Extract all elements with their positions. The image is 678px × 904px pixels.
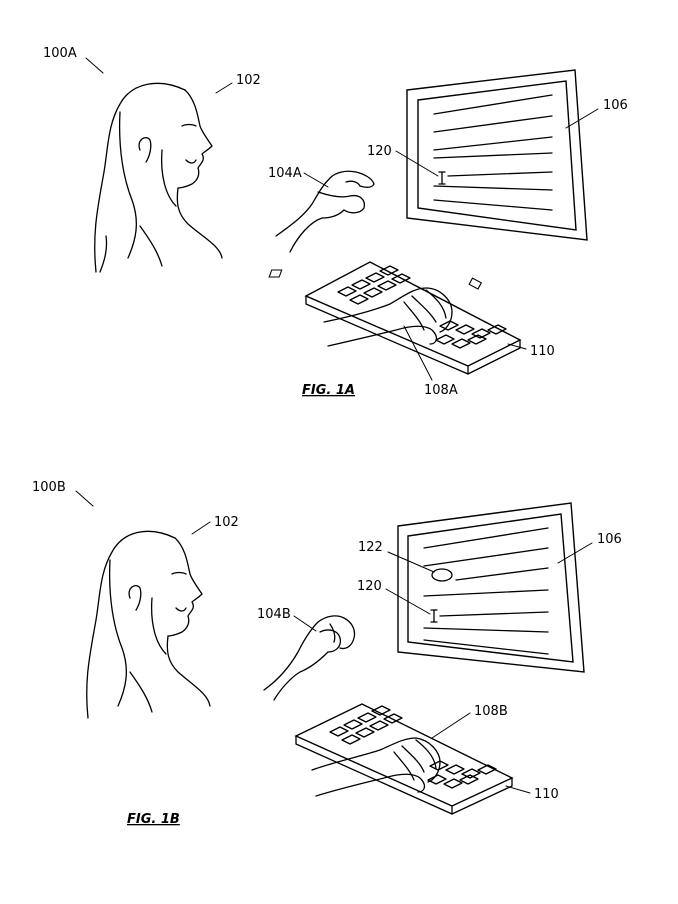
figure-1a: 100A 102 104A 120 106 108A 110 FIG. 1A [43, 46, 628, 398]
leader-120-1a [395, 150, 439, 177]
user-figure-1b [86, 530, 211, 719]
leader-102-1b [191, 521, 211, 535]
leader-110-1b [505, 785, 531, 794]
indicator-blob-1b [431, 568, 453, 582]
leader-100b [75, 490, 94, 507]
typing-hands-1a [323, 287, 453, 347]
leader-104a [303, 172, 329, 188]
gesture-hand-1b [263, 615, 356, 701]
leader-108a [403, 325, 433, 381]
leader-100a [85, 57, 104, 74]
leader-104b [293, 615, 317, 632]
figure-caption-1b: FIG. 1B [127, 812, 180, 827]
label-typing-hands-1b: 108B [474, 704, 508, 719]
display-1a [406, 69, 588, 241]
keyboard-1b [294, 703, 514, 815]
text-cursor-icon-1b [430, 609, 438, 623]
label-indicator-1b: 122 [358, 540, 383, 555]
keyboard-keys-1a [268, 269, 483, 290]
figure-caption-1a: FIG. 1A [302, 383, 355, 398]
label-user-1b: 102 [214, 515, 239, 530]
figure-1b: 100B 102 104B 122 120 106 108B 110 FIG. … [32, 480, 622, 827]
typing-hands-1b [311, 737, 441, 797]
label-keyboard-1b: 110 [534, 787, 559, 802]
text-cursor-icon-1a [438, 171, 446, 185]
label-scene-1a: 100A [43, 46, 77, 61]
leader-122 [387, 551, 435, 573]
user-figure-1a [94, 82, 223, 273]
label-scene-1b: 100B [32, 480, 66, 495]
label-typing-hands-1a: 108A [424, 383, 458, 398]
label-gesture-hand-1b: 104B [257, 607, 291, 622]
label-cursor-1b: 120 [357, 579, 382, 594]
label-display-1b: 106 [597, 532, 622, 547]
leader-106-1a [565, 108, 599, 129]
leader-110-1a [507, 343, 527, 350]
label-cursor-1a: 120 [367, 144, 392, 159]
display-1b [397, 502, 585, 673]
leader-120-1b [385, 588, 431, 615]
label-gesture-hand-1a: 104A [268, 166, 302, 181]
leader-108b [431, 712, 471, 739]
leader-102-1a [215, 82, 233, 94]
gesture-hand-1a [275, 170, 375, 253]
leader-106-1b [557, 542, 593, 564]
keyboard-1a [268, 261, 522, 375]
label-user-1a: 102 [236, 73, 261, 88]
label-keyboard-1a: 110 [530, 344, 555, 359]
label-display-1a: 106 [603, 98, 628, 113]
